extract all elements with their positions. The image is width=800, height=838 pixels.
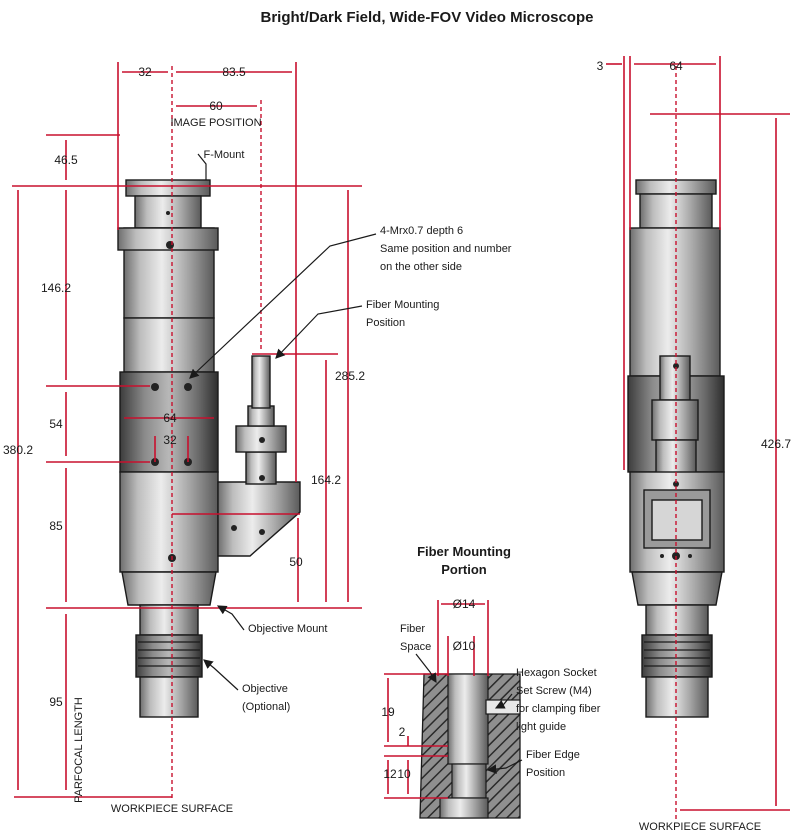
front-labels: IMAGE POSITION F-Mount 4-Mrx0.7 depth 6 … xyxy=(73,117,512,815)
dim-dia-14: Ø14 xyxy=(453,597,476,611)
dim-10: 10 xyxy=(397,767,411,781)
detail-dimension-texts: Ø14 Ø10 19 2 12 10 xyxy=(381,597,475,781)
detail-leader-lines xyxy=(415,653,523,774)
front-view: 32 83.5 60 46.5 146.2 380.2 54 64 32 85 … xyxy=(3,62,512,815)
detail-bore xyxy=(447,673,489,765)
fiber-space-line2: Space xyxy=(400,641,431,653)
hex-line4: light guide xyxy=(516,721,566,733)
tap-note-line1: 4-Mrx0.7 depth 6 xyxy=(380,225,463,237)
dim-380-2: 380.2 xyxy=(3,443,33,457)
dim-64-front: 64 xyxy=(163,411,177,425)
dim-164-2: 164.2 xyxy=(311,473,341,487)
dim-85: 85 xyxy=(49,519,63,533)
fiber-mounting-line2: Position xyxy=(366,317,405,329)
dim-19: 19 xyxy=(381,705,395,719)
dim-2: 2 xyxy=(399,725,406,739)
fiber-mounting-detail: Fiber Mounting Portion Ø14 Ø10 xyxy=(381,544,601,819)
side-reference-lines xyxy=(606,56,790,811)
side-dimension-texts: 3 64 426.7 xyxy=(597,59,792,451)
objective-line2: (Optional) xyxy=(242,701,290,713)
dim-50: 50 xyxy=(289,555,303,569)
tap-note-line3: on the other side xyxy=(380,261,462,273)
fiber-mounting-line1: Fiber Mounting xyxy=(366,299,439,311)
front-dimension-texts: 32 83.5 60 46.5 146.2 380.2 54 64 32 85 … xyxy=(3,65,365,709)
dim-64-side: 64 xyxy=(669,59,683,73)
front-leader-lines xyxy=(189,153,377,691)
workpiece-label-side: WORKPIECE SURFACE xyxy=(639,821,761,833)
detail-title-line2: Portion xyxy=(441,562,487,577)
dim-83-5: 83.5 xyxy=(222,65,246,79)
dim-146-2: 146.2 xyxy=(41,281,71,295)
dim-12: 12 xyxy=(383,767,397,781)
front-reference-lines xyxy=(12,62,362,798)
dim-95: 95 xyxy=(49,695,63,709)
tap-note-line2: Same position and number xyxy=(380,243,512,255)
parfocal-label: PARFOCAL LENGTH xyxy=(73,697,85,803)
dim-32-mid: 32 xyxy=(163,433,177,447)
image-position-label: IMAGE POSITION xyxy=(170,117,261,129)
detail-dimension-lines xyxy=(384,600,489,799)
dim-60: 60 xyxy=(209,99,223,113)
f-mount-label: F-Mount xyxy=(204,149,245,161)
dim-32-top: 32 xyxy=(138,65,152,79)
dim-46-5: 46.5 xyxy=(54,153,78,167)
dim-285-2: 285.2 xyxy=(335,369,365,383)
page-title: Bright/Dark Field, Wide-FOV Video Micros… xyxy=(261,9,594,26)
dim-426-7: 426.7 xyxy=(761,437,791,451)
hex-line1: Hexagon Socket xyxy=(516,667,597,679)
dim-54: 54 xyxy=(49,417,63,431)
dim-3: 3 xyxy=(597,59,604,73)
edge-line2: Position xyxy=(526,767,565,779)
objective-line1: Objective xyxy=(242,683,288,695)
hex-line3: for clamping fiber xyxy=(516,703,601,715)
edge-line1: Fiber Edge xyxy=(526,749,580,761)
objective-mount-label: Objective Mount xyxy=(248,623,327,635)
detail-labels: Fiber Space Hexagon Socket Set Screw (M4… xyxy=(400,623,601,779)
front-microscope-body xyxy=(117,179,301,718)
dim-dia-10: Ø10 xyxy=(453,639,476,653)
detail-title-line1: Fiber Mounting xyxy=(417,544,511,559)
fiber-space-line1: Fiber xyxy=(400,623,425,635)
detail-set-screw xyxy=(485,699,521,715)
hex-line2: Set Screw (M4) xyxy=(516,685,592,697)
workpiece-label-front: WORKPIECE SURFACE xyxy=(111,803,233,815)
side-view: 3 64 426.7 WORKPIECE SURFACE xyxy=(597,56,792,833)
